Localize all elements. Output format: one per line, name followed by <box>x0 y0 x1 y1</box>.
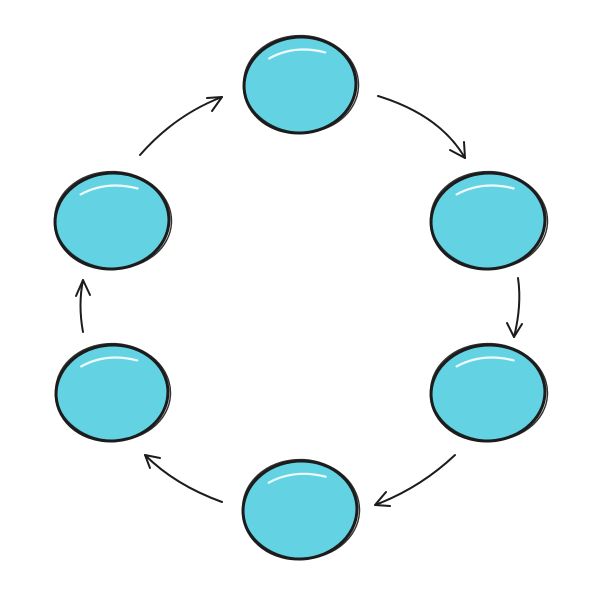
arrowhead-icon <box>206 96 223 112</box>
node-sketch-outline <box>54 342 172 442</box>
arrow-line <box>513 277 521 338</box>
node-highlight <box>80 356 139 368</box>
arrow-line <box>377 95 466 159</box>
arrow-line <box>374 454 456 506</box>
node-upper-right <box>429 170 549 271</box>
node-highlight <box>268 48 327 60</box>
node-highlight <box>455 356 515 368</box>
arrowhead-icon <box>506 322 523 338</box>
node-sketch-outline <box>53 170 173 270</box>
node-upper-left <box>53 170 173 271</box>
arrow-line <box>79 279 84 333</box>
node-top <box>242 34 360 135</box>
arrow-bottom-to-lower-left <box>144 454 223 503</box>
node-sketch-outline <box>242 34 360 134</box>
arrowhead-icon <box>374 491 391 507</box>
arrow-top-to-upper-right <box>377 95 466 159</box>
node-highlight <box>455 184 515 196</box>
arrow-upper-right-to-lower-right <box>506 277 523 338</box>
arrowhead-icon <box>144 454 161 469</box>
arrow-lower-right-to-bottom <box>374 454 456 507</box>
arrow-lower-left-to-upper-left <box>75 279 91 333</box>
node-lower-right <box>429 342 549 443</box>
arrow-line <box>144 454 223 503</box>
node-highlight <box>267 472 327 484</box>
arrowhead-icon <box>449 141 466 159</box>
node-sketch-outline <box>429 342 549 442</box>
arrow-upper-left-to-top <box>139 96 223 156</box>
node-lower-left <box>54 342 172 443</box>
node-sketch-outline <box>429 170 549 270</box>
arrow-line <box>139 96 223 156</box>
node-highlight <box>79 184 139 196</box>
arrowhead-icon <box>75 279 91 297</box>
node-sketch-outline <box>241 458 361 560</box>
node-bottom <box>241 458 361 561</box>
